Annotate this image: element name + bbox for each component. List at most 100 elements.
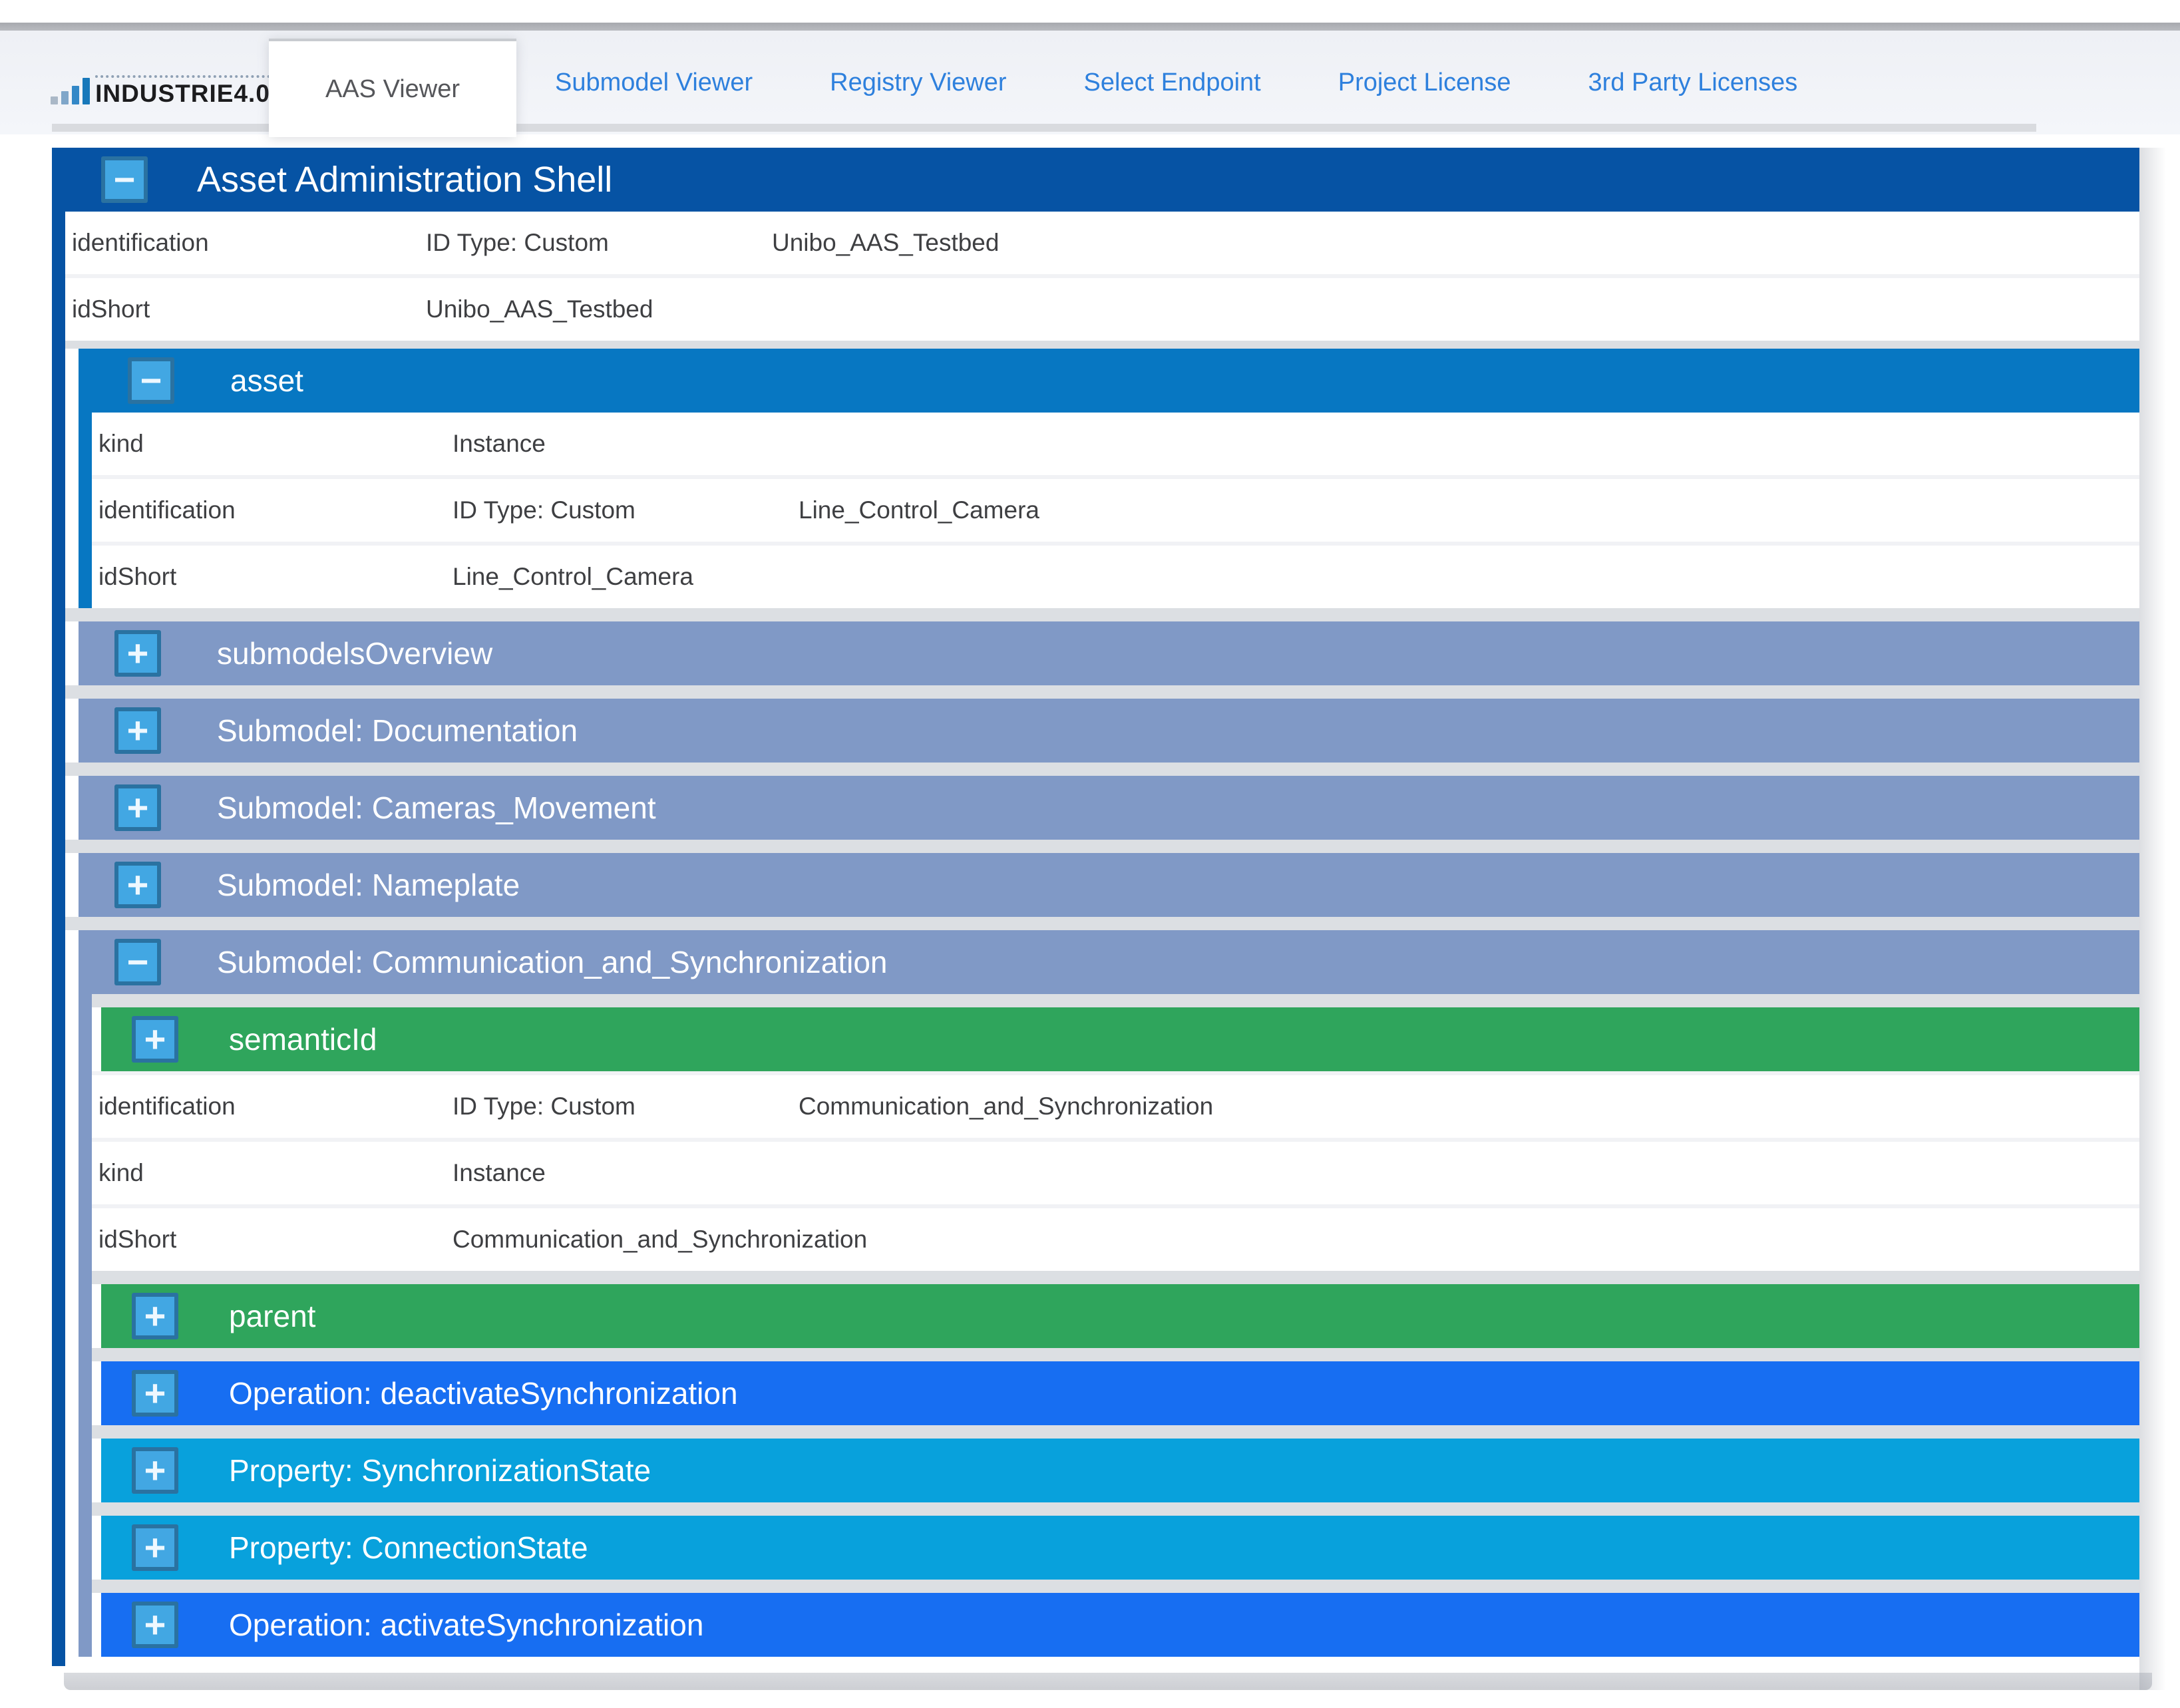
- table-row: idShort Unibo_AAS_Testbed: [65, 278, 2139, 341]
- operation-activate-header[interactable]: + Operation: activateSynchronization: [101, 1593, 2139, 1657]
- expand-icon[interactable]: +: [132, 1016, 178, 1063]
- submodel-communication-header[interactable]: − Submodel: Communication_and_Synchroniz…: [79, 930, 2139, 994]
- expand-icon[interactable]: +: [132, 1370, 178, 1417]
- section-gap: [65, 608, 2139, 621]
- section-gap: [92, 994, 2139, 1007]
- asset-title: asset: [230, 363, 303, 398]
- section-title: submodelsOverview: [217, 636, 493, 671]
- section-gap: [92, 1271, 2139, 1284]
- section-gap: [65, 341, 2139, 349]
- tabbar-underline: [52, 124, 2036, 132]
- row-value: Unibo_AAS_Testbed: [772, 229, 999, 256]
- industrie40-logo-text: INDUSTRIE4.0: [95, 75, 270, 108]
- submodel-cameras-movement-section: + Submodel: Cameras_Movement: [79, 776, 2139, 840]
- submodel-documentation-section: + Submodel: Documentation: [79, 699, 2139, 763]
- row-value: Line_Control_Camera: [799, 496, 1039, 524]
- row-idtype: ID Type: Custom: [453, 496, 636, 524]
- submodel-cameras-movement-header[interactable]: + Submodel: Cameras_Movement: [79, 776, 2139, 840]
- property-synchronizationstate-header[interactable]: + Property: SynchronizationState: [101, 1439, 2139, 1502]
- row-value: Communication_and_Synchronization: [453, 1226, 868, 1253]
- expand-icon[interactable]: +: [114, 862, 161, 908]
- operation-deactivate-header[interactable]: + Operation: deactivateSynchronization: [101, 1361, 2139, 1425]
- row-separator: [65, 274, 2139, 278]
- collapse-icon[interactable]: −: [128, 357, 174, 404]
- row-label: idShort: [98, 563, 177, 590]
- semanticid-header[interactable]: + semanticId: [101, 1007, 2139, 1071]
- submodel-communication-children: + semanticId identification ID Type: Cus…: [79, 994, 2139, 1657]
- collapse-icon[interactable]: −: [101, 156, 148, 203]
- row-separator: [92, 542, 2139, 546]
- section-title: Operation: activateSynchronization: [229, 1608, 704, 1642]
- row-label: identification: [98, 1093, 236, 1120]
- section-gap: [65, 917, 2139, 930]
- row-separator: [92, 1138, 2139, 1142]
- row-label: kind: [98, 1159, 144, 1186]
- submodel-nameplate-section: + Submodel: Nameplate: [79, 853, 2139, 917]
- expand-icon[interactable]: +: [132, 1602, 178, 1648]
- asset-header[interactable]: − asset: [92, 349, 2139, 413]
- row-value: Line_Control_Camera: [453, 563, 693, 590]
- tab-registry-viewer[interactable]: Registry Viewer: [830, 68, 1007, 96]
- top-chrome: INDUSTRIE4.0 AAS Viewer Submodel Viewer …: [0, 0, 2180, 137]
- section-gap: [65, 685, 2139, 699]
- row-value: Instance: [453, 1159, 546, 1186]
- collapse-icon[interactable]: −: [114, 939, 161, 985]
- row-value: Instance: [453, 430, 546, 457]
- row-label: identification: [72, 229, 209, 256]
- section-gap: [92, 1502, 2139, 1516]
- row-idtype: ID Type: Custom: [453, 1093, 636, 1120]
- row-value: Communication_and_Synchronization: [799, 1093, 1214, 1120]
- section-title: Property: SynchronizationState: [229, 1453, 651, 1488]
- tab-project-license[interactable]: Project License: [1338, 68, 1511, 96]
- industrie40-logo: INDUSTRIE4.0: [51, 31, 270, 134]
- tab-submodel-viewer[interactable]: Submodel Viewer: [555, 68, 753, 96]
- aas-tree-panel: − Asset Administration Shell identificat…: [52, 148, 2166, 1690]
- property-synchronizationstate-section: + Property: SynchronizationState: [101, 1439, 2139, 1502]
- section-title: Submodel: Documentation: [217, 713, 578, 748]
- row-value: Unibo_AAS_Testbed: [426, 295, 653, 323]
- tab-3rd-party-licenses[interactable]: 3rd Party Licenses: [1588, 68, 1798, 96]
- row-label: kind: [98, 430, 144, 457]
- parent-header[interactable]: + parent: [101, 1284, 2139, 1348]
- row-label: idShort: [98, 1226, 177, 1253]
- expand-icon[interactable]: +: [114, 630, 161, 677]
- row-label: identification: [98, 496, 236, 524]
- section-gap: [65, 840, 2139, 853]
- row-separator: [92, 475, 2139, 479]
- submodel-communication-section: − Submodel: Communication_and_Synchroniz…: [79, 930, 2139, 1657]
- section-gap: [92, 1580, 2139, 1593]
- section-title: Operation: deactivateSynchronization: [229, 1376, 738, 1411]
- expand-icon[interactable]: +: [132, 1524, 178, 1571]
- row-separator: [92, 1071, 2139, 1075]
- submodel-nameplate-header[interactable]: + Submodel: Nameplate: [79, 853, 2139, 917]
- tab-select-endpoint[interactable]: Select Endpoint: [1083, 68, 1261, 96]
- row-separator: [92, 1204, 2139, 1208]
- table-row: idShort Line_Control_Camera: [92, 546, 2139, 608]
- section-title: semanticId: [229, 1022, 377, 1057]
- table-row: kind Instance: [92, 1142, 2139, 1204]
- section-title: Property: ConnectionState: [229, 1530, 588, 1565]
- expand-icon[interactable]: +: [114, 784, 161, 831]
- aas-header[interactable]: − Asset Administration Shell: [65, 148, 2139, 212]
- expand-icon[interactable]: +: [132, 1447, 178, 1494]
- asset-container: − asset kind Instance identification ID …: [79, 349, 2139, 608]
- panel-bottom-edge: [64, 1673, 2152, 1690]
- expand-icon[interactable]: +: [114, 707, 161, 754]
- aas-title: Asset Administration Shell: [197, 160, 613, 200]
- table-row: idShort Communication_and_Synchronizatio…: [92, 1208, 2139, 1271]
- operation-deactivate-section: + Operation: deactivateSynchronization: [101, 1361, 2139, 1425]
- semanticid-section: + semanticId: [101, 1007, 2139, 1071]
- expand-icon[interactable]: +: [132, 1293, 178, 1339]
- table-row: identification ID Type: Custom Line_Cont…: [92, 479, 2139, 542]
- tab-aas-viewer[interactable]: AAS Viewer: [269, 39, 516, 137]
- table-row: identification ID Type: Custom Unibo_AAS…: [65, 212, 2139, 274]
- section-gap: [92, 1425, 2139, 1439]
- submodels-overview-header[interactable]: + submodelsOverview: [79, 621, 2139, 685]
- property-connectionstate-header[interactable]: + Property: ConnectionState: [101, 1516, 2139, 1580]
- tab-bar: INDUSTRIE4.0 AAS Viewer Submodel Viewer …: [51, 31, 1836, 137]
- aas-container: − Asset Administration Shell identificat…: [52, 148, 2139, 1666]
- industrie40-logo-bars-icon: [51, 78, 91, 104]
- submodel-documentation-header[interactable]: + Submodel: Documentation: [79, 699, 2139, 763]
- table-row: kind Instance: [92, 413, 2139, 475]
- row-label: idShort: [72, 295, 150, 323]
